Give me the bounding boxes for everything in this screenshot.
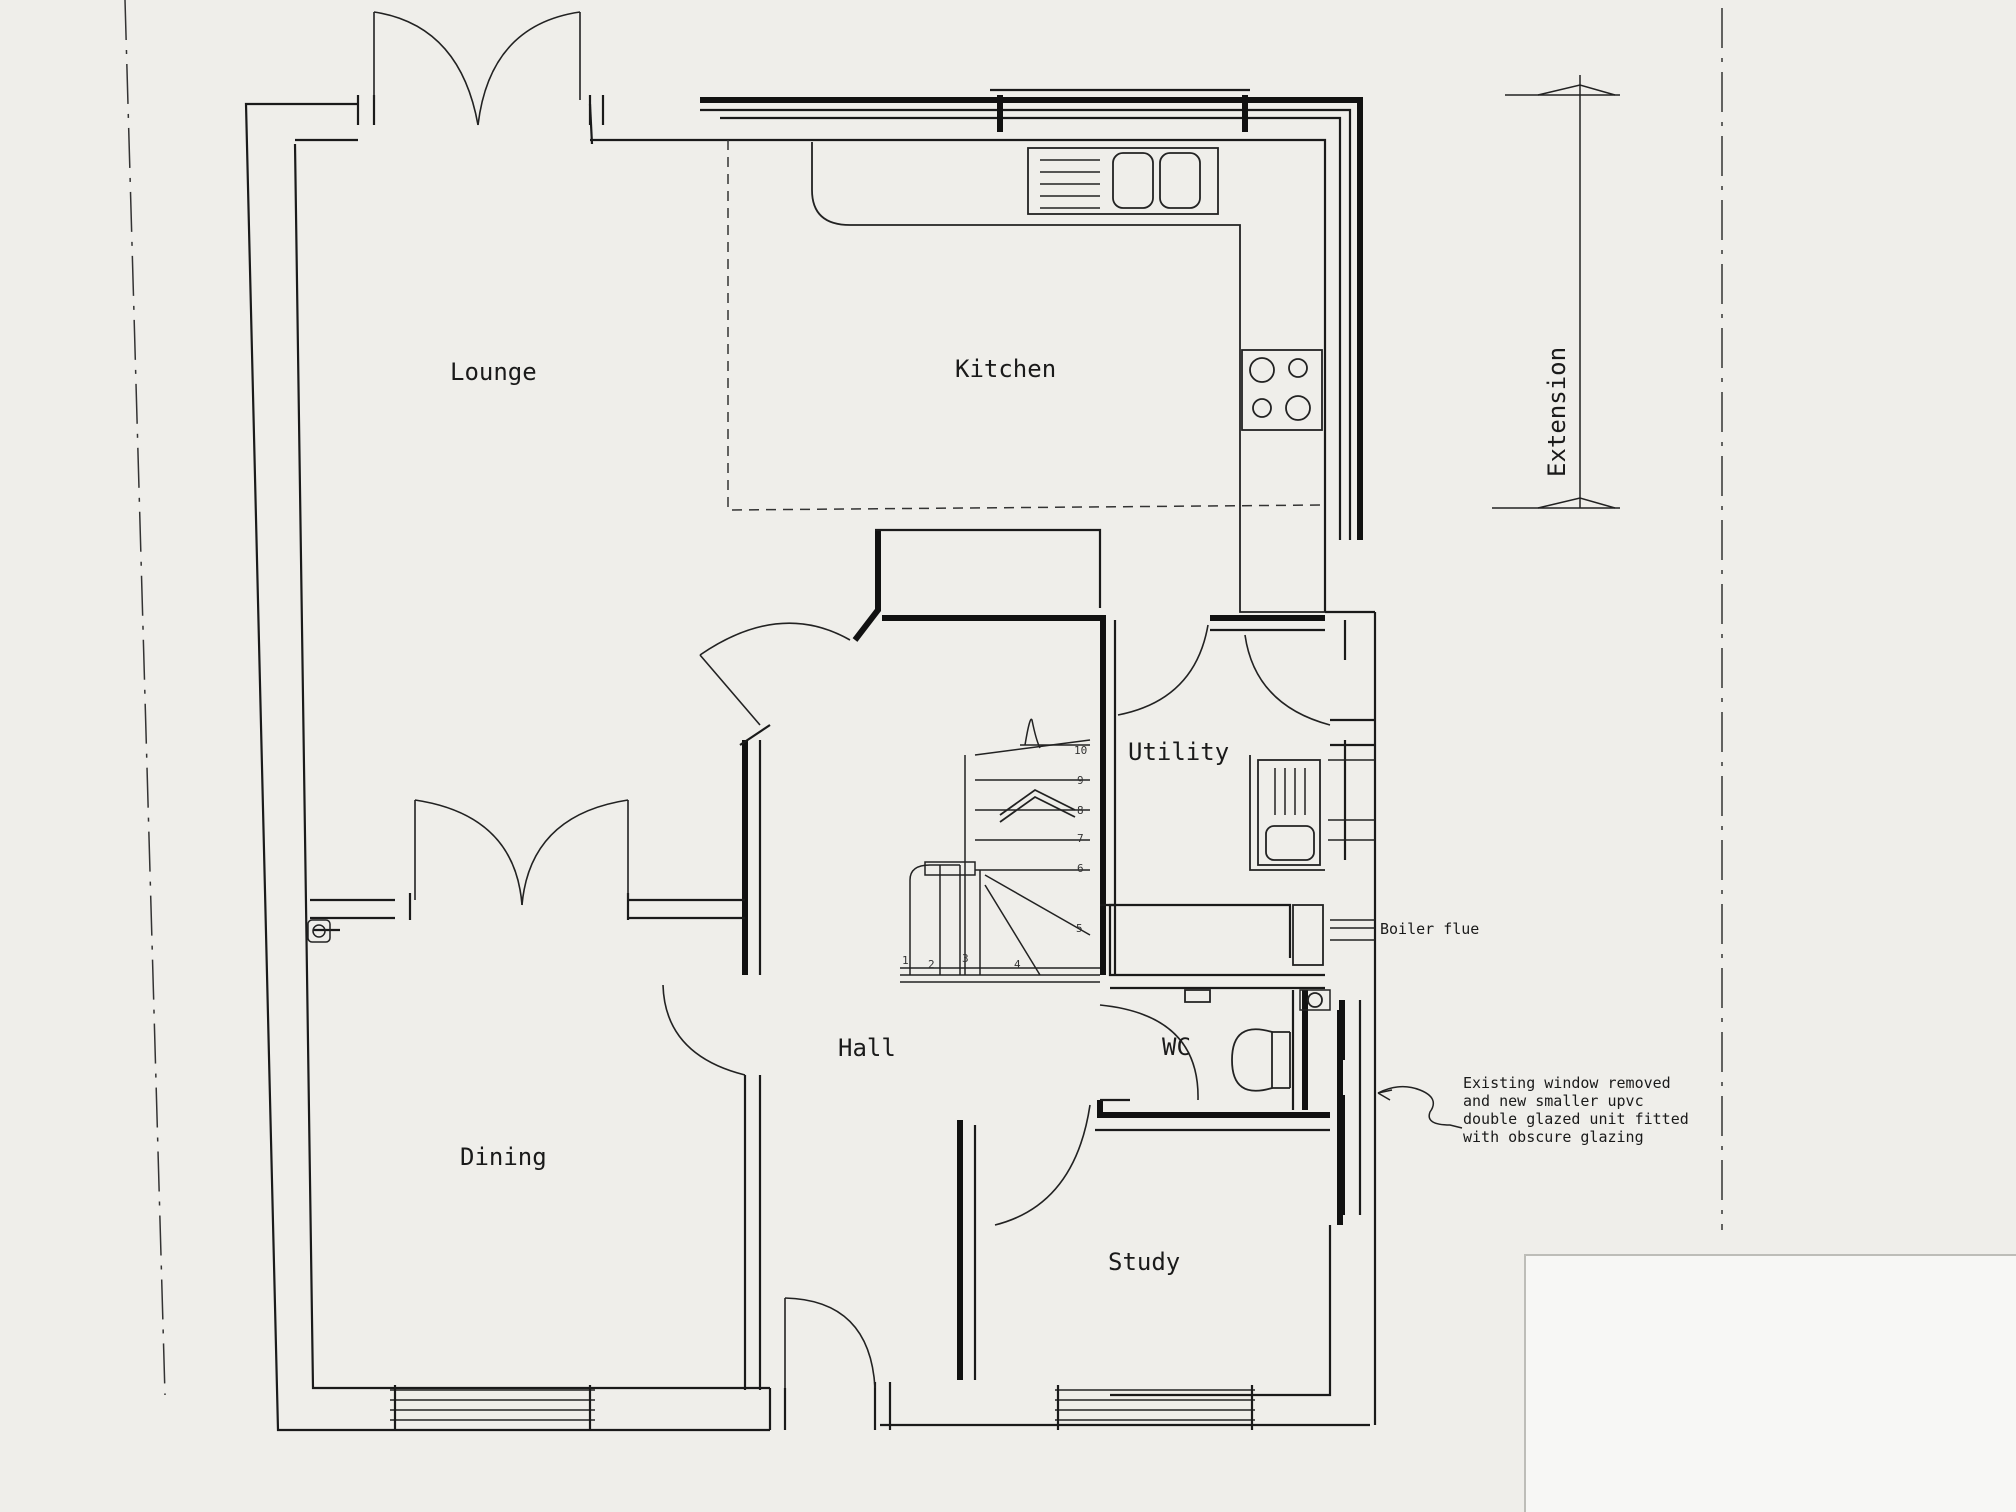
internal-walls	[310, 528, 1330, 1430]
utility-sink-icon	[1257, 759, 1321, 866]
window-note-line: and new smaller upvc	[1463, 1092, 1644, 1110]
stair-number: 8	[1077, 804, 1084, 817]
room-label-wc: WC	[1162, 1033, 1191, 1061]
stair-numbers: 1 2 3 4 5 6 7 8 9 10	[902, 744, 1087, 971]
boiler-flue-label: Boiler flue	[1380, 920, 1479, 938]
extension-label: Extension	[1543, 347, 1571, 477]
wc-fixtures	[1184, 989, 1331, 1092]
staircase	[900, 718, 1100, 983]
window-note-line: double glazed unit fitted	[1463, 1110, 1689, 1128]
hob-icon	[1241, 349, 1323, 431]
kitchen-open-area	[727, 140, 1326, 511]
extension-dimension	[1492, 75, 1620, 509]
patio-doors-top	[373, 11, 581, 126]
soil-pipe-icon	[307, 919, 331, 943]
stair-number: 1	[902, 954, 909, 967]
room-label-utility: Utility	[1128, 738, 1229, 766]
toilet-icon	[1231, 1028, 1273, 1092]
windows	[390, 759, 1375, 1430]
window-note-line: Existing window removed	[1463, 1074, 1671, 1092]
stair-number: 9	[1077, 774, 1084, 787]
room-label-kitchen: Kitchen	[955, 355, 1056, 383]
stair-number: 6	[1077, 862, 1084, 875]
kitchen-worktop	[811, 142, 1325, 613]
stair-number: 7	[1077, 832, 1084, 845]
window-note-leader	[1377, 1085, 1463, 1129]
overlapping-sheet	[1524, 1254, 2016, 1512]
utility-fixtures	[1249, 755, 1345, 966]
stair-number: 2	[928, 958, 935, 971]
room-label-hall: Hall	[838, 1034, 896, 1062]
window-note: Existing window removed and new smaller …	[1463, 1074, 1689, 1146]
stair-number: 5	[1076, 922, 1083, 935]
internal-doors	[414, 622, 1331, 1389]
stair-number: 4	[1014, 958, 1021, 971]
room-label-study: Study	[1108, 1248, 1180, 1276]
room-label-dining: Dining	[460, 1143, 547, 1171]
stair-number: 10	[1074, 744, 1087, 757]
boiler-icon	[1292, 904, 1324, 966]
stair-number: 3	[962, 952, 969, 965]
window-note-line: with obscure glazing	[1463, 1128, 1644, 1146]
room-label-lounge: Lounge	[450, 358, 537, 386]
boundary-line-left	[124, 0, 166, 1396]
